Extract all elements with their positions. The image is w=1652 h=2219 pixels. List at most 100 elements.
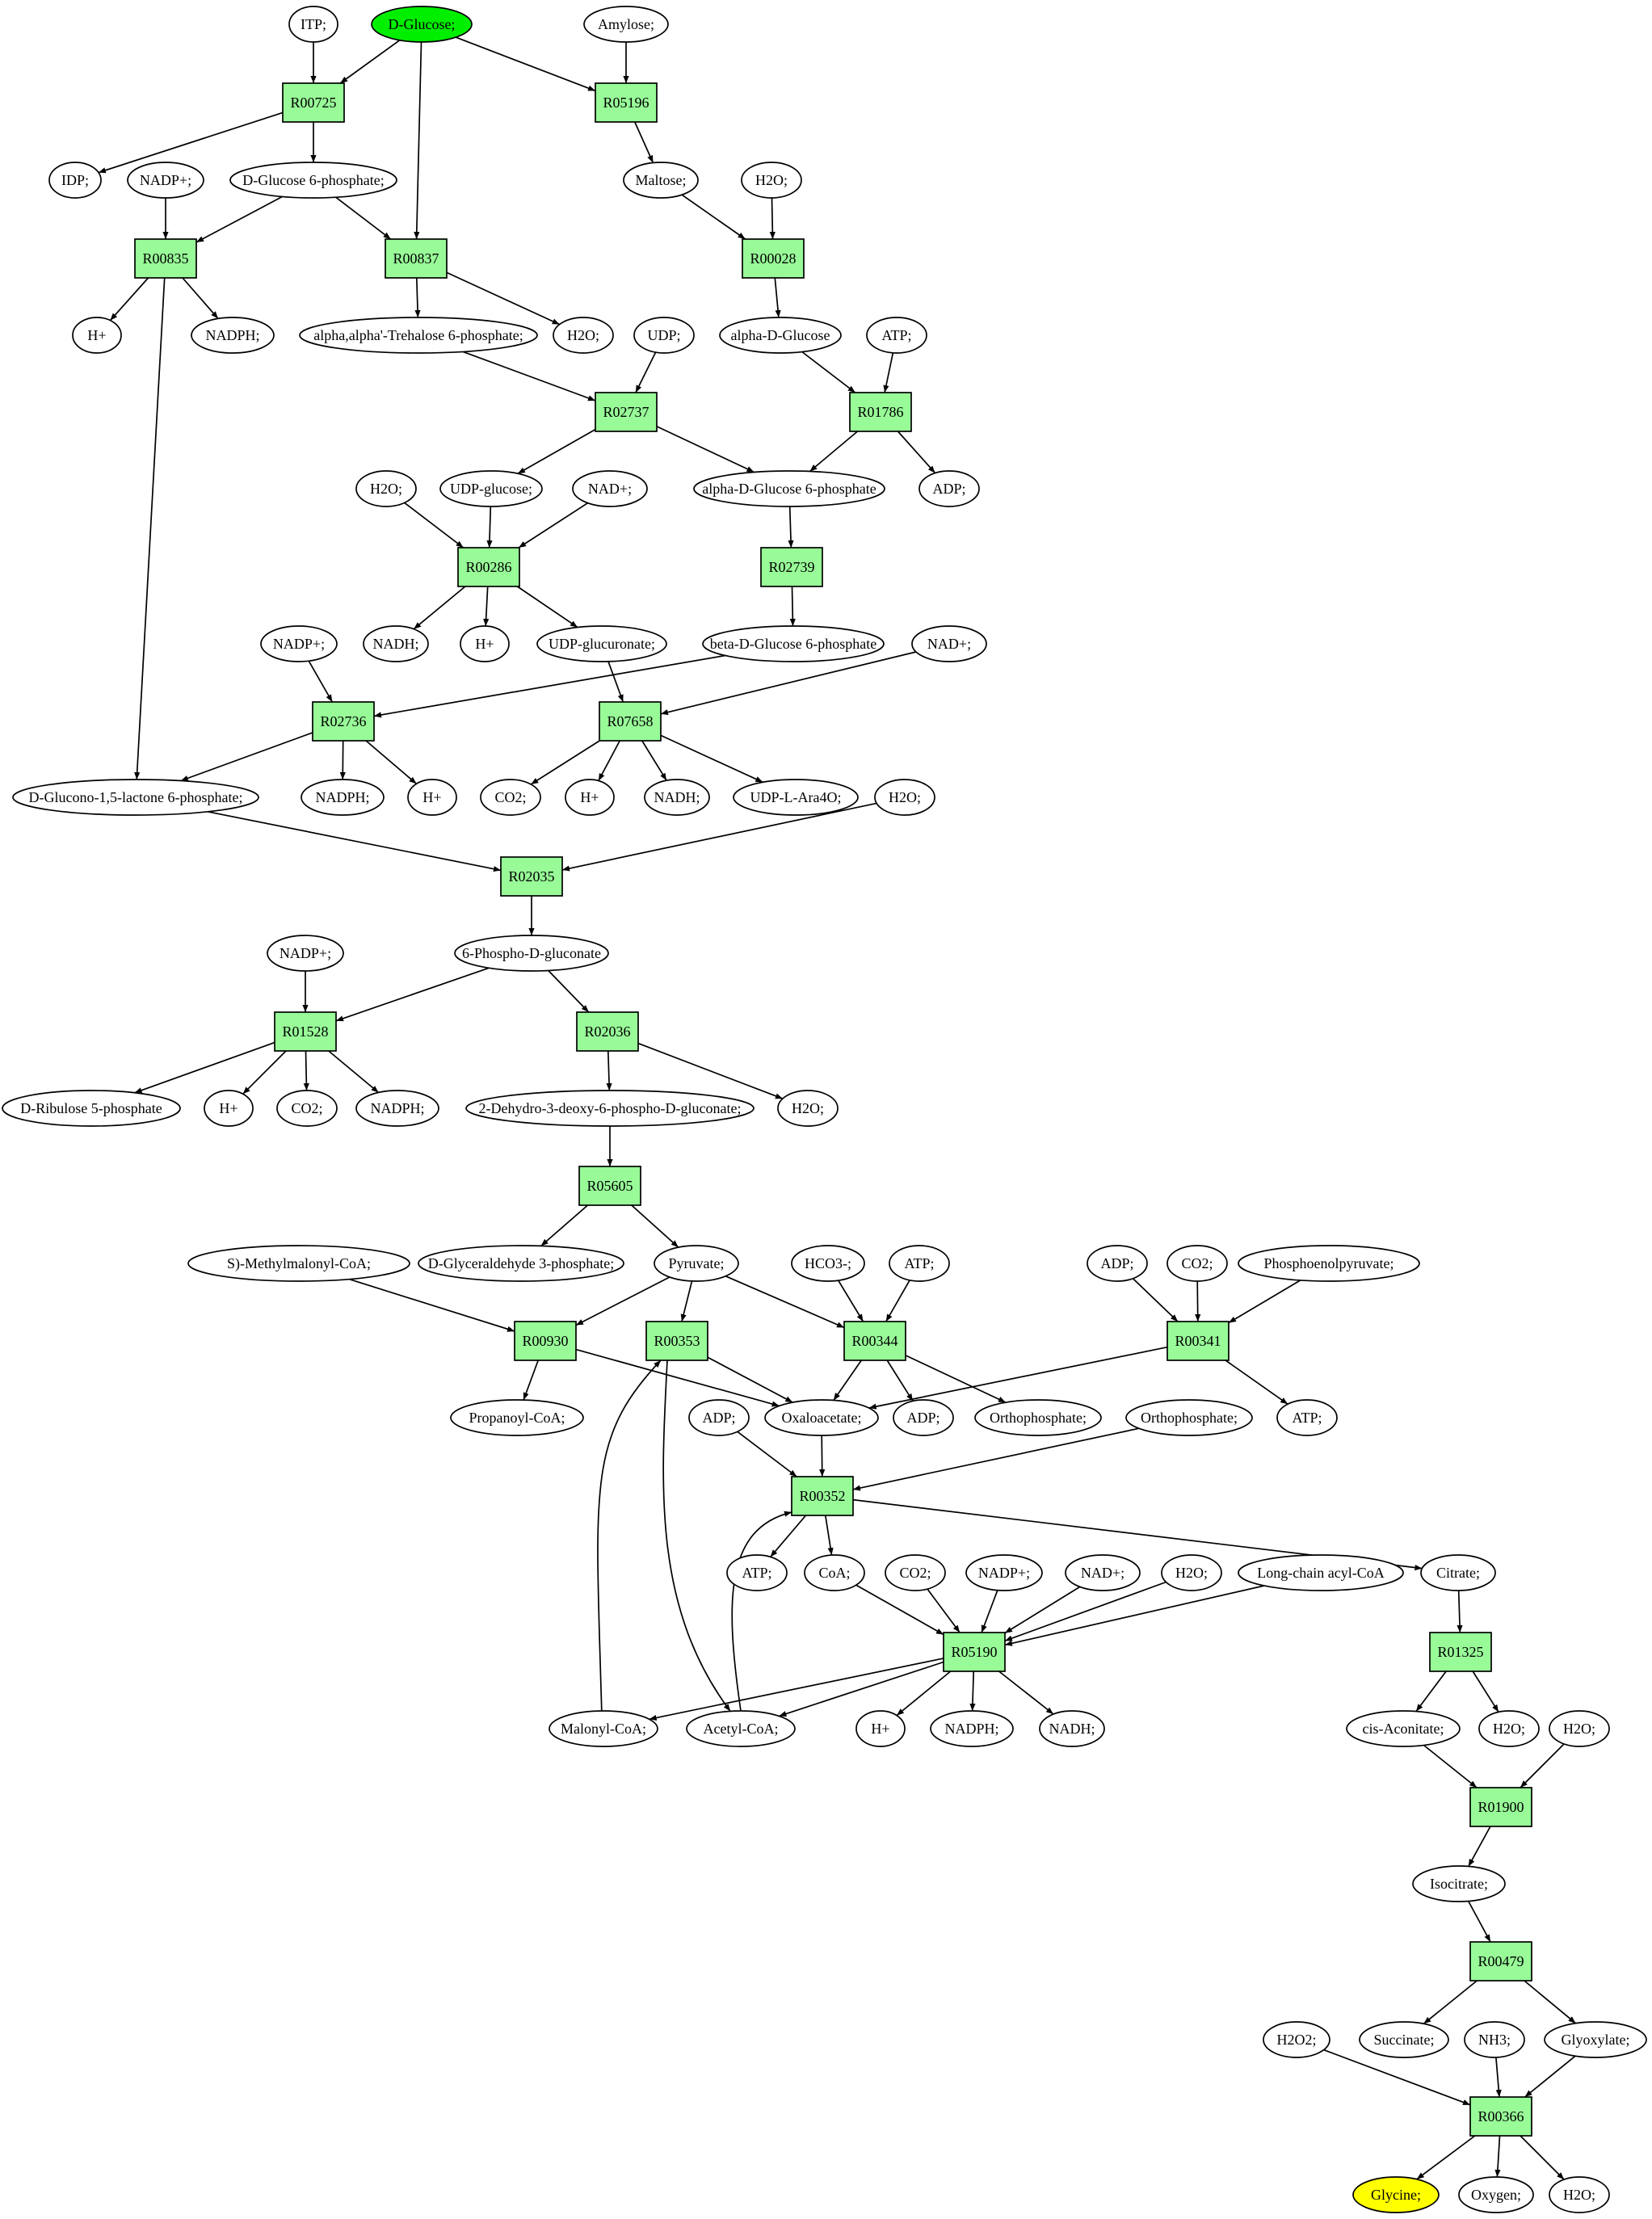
edge-isocit-to-R00479 xyxy=(1467,1901,1491,1943)
reaction-box xyxy=(457,547,520,587)
edge-R00352-to-atp4 xyxy=(770,1515,807,1557)
compound-node-cisacon: cis-Aconitate; xyxy=(1346,1710,1461,1747)
compound-node-bdg6p: beta-D-Glucose 6-phosphate xyxy=(702,625,885,662)
edge-R05190-to-malcoa xyxy=(649,1658,944,1721)
edge-nh3-to-R00366 xyxy=(1495,2057,1502,2098)
compound-node-co2d: CO2; xyxy=(885,1554,946,1591)
edge-R07658-to-hplus4 xyxy=(598,740,620,781)
compound-label: cis-Aconitate; xyxy=(1363,1721,1444,1737)
compound-ellipse xyxy=(1238,1554,1404,1591)
compound-node-atp2: ATP; xyxy=(889,1245,950,1282)
compound-label: ADP; xyxy=(1100,1255,1133,1271)
edge-R00725-to-idp xyxy=(98,111,284,174)
compound-node-succ: Succinate; xyxy=(1359,2021,1449,2058)
compound-ellipse xyxy=(1464,2021,1525,2058)
reaction-label: R00286 xyxy=(465,559,511,575)
compound-label: NADP+; xyxy=(140,172,191,188)
reaction-box xyxy=(595,82,658,123)
compound-node-adp4: ADP; xyxy=(893,1399,954,1436)
reaction-box xyxy=(742,238,805,279)
compound-label: NAD+; xyxy=(588,481,632,497)
compound-ellipse xyxy=(565,779,615,816)
compound-label: Citrate; xyxy=(1436,1565,1480,1581)
compound-ellipse xyxy=(260,625,338,662)
compound-label: CO2; xyxy=(291,1100,322,1116)
compound-node-adglc: alpha-D-Glucose xyxy=(719,317,842,354)
edge-R00353-to-accoa xyxy=(662,1360,731,1712)
edge-R07658-to-udpara xyxy=(660,734,763,784)
compound-node-hplus4: H+ xyxy=(565,779,615,816)
compound-node-glycine: Glycine; xyxy=(1352,2176,1440,2213)
compound-label: IDP; xyxy=(61,172,89,188)
compound-label: Maltose; xyxy=(636,172,687,188)
edge-R05190-to-nadph4 xyxy=(969,1671,976,1712)
edge-h2o3-to-R00286 xyxy=(404,502,464,548)
reaction-label: R00366 xyxy=(1478,2108,1524,2124)
compound-node-coa: CoA; xyxy=(804,1554,865,1591)
edge-R00837-to-tre6p xyxy=(414,277,421,318)
edge-pgluc-to-R01528 xyxy=(335,967,490,1022)
compound-label: Amylose; xyxy=(598,16,654,32)
compound-label: H2O; xyxy=(1563,2187,1595,2203)
compound-label: H+ xyxy=(475,636,494,652)
compound-label: alpha-D-Glucose xyxy=(731,327,830,343)
compound-node-atp3: ATP; xyxy=(1276,1399,1338,1436)
compound-node-nadph2: NADPH; xyxy=(301,779,385,816)
compound-node-nadph4: NADPH; xyxy=(930,1710,1014,1747)
edge-R00366-to-glycine xyxy=(1416,2135,1476,2180)
edge-lcacoa-to-R05190 xyxy=(1004,1585,1265,1646)
reaction-box xyxy=(514,1321,577,1361)
edge-R00344-to-pi2 xyxy=(905,1355,1007,1403)
edge-nadp4-to-R05190 xyxy=(981,1590,998,1633)
compound-node-pep: Phosphoenolpyruvate; xyxy=(1238,1245,1420,1282)
compound-label: beta-D-Glucose 6-phosphate xyxy=(710,636,876,652)
compound-label: Oxygen; xyxy=(1471,2187,1521,2203)
compound-ellipse xyxy=(1544,2021,1647,2058)
reaction-label: R01325 xyxy=(1437,1644,1483,1660)
reaction-label: R05190 xyxy=(951,1644,997,1660)
compound-ellipse xyxy=(371,6,473,43)
edge-R07658-to-co2a xyxy=(530,740,600,785)
compound-label: S)-Methylmalonyl-CoA; xyxy=(227,1255,371,1272)
compound-node-udpara: UDP-L-Ara4O; xyxy=(733,779,859,816)
compound-label: ATP; xyxy=(1292,1410,1322,1426)
compound-label: ADP; xyxy=(702,1410,735,1426)
compound-ellipse xyxy=(1166,1245,1228,1282)
compound-label: UDP-glucose; xyxy=(450,481,532,497)
compound-label: H2O; xyxy=(889,789,921,805)
edge-R01900-to-isocit xyxy=(1468,1826,1491,1867)
compound-ellipse xyxy=(1458,2176,1534,2213)
compound-ellipse xyxy=(1065,1554,1141,1591)
compound-label: H+ xyxy=(87,327,106,343)
compound-label: UDP; xyxy=(647,327,680,343)
compound-node-ru5p: D-Ribulose 5-phosphate xyxy=(2,1090,181,1127)
reaction-node-r01786: R01786 xyxy=(849,392,912,432)
compound-label: NADPH; xyxy=(315,789,369,805)
edge-R05605-to-gap xyxy=(540,1204,589,1247)
edge-udp-to-R02737 xyxy=(635,351,657,393)
reaction-node-r02737: R02737 xyxy=(595,392,658,432)
compound-node-h2o4: H2O; xyxy=(874,779,935,816)
compound-ellipse xyxy=(1276,1399,1338,1436)
compound-label: NADP+; xyxy=(978,1565,1030,1581)
compound-ellipse xyxy=(480,779,541,816)
compound-label: H2O2; xyxy=(1277,2032,1317,2048)
compound-ellipse xyxy=(930,1710,1014,1747)
compound-label: Malonyl-CoA; xyxy=(561,1721,646,1737)
reaction-node-r02035: R02035 xyxy=(500,856,563,897)
compound-node-smmcoa: S)-Methylmalonyl-CoA; xyxy=(187,1245,410,1282)
compound-node-hplus6: H+ xyxy=(855,1710,906,1747)
compound-label: NADPH; xyxy=(944,1721,998,1737)
compound-label: Orthophosphate; xyxy=(1141,1410,1238,1426)
compound-node-nadp4: NADP+; xyxy=(965,1554,1043,1591)
compound-label: NADH; xyxy=(373,636,419,652)
compound-node-amylose: Amylose; xyxy=(583,6,669,43)
compound-node-pyr: Pyruvate; xyxy=(654,1245,739,1282)
edge-h2o6-to-R05190 xyxy=(1004,1581,1166,1641)
compound-label: NADPH; xyxy=(370,1100,424,1116)
compound-label: NH3; xyxy=(1478,2032,1511,2048)
compound-ellipse xyxy=(572,470,648,507)
edge-adglc-to-R01786 xyxy=(801,351,856,393)
compound-ellipse xyxy=(644,779,710,816)
edge-h2o4-to-R02035 xyxy=(561,802,877,872)
